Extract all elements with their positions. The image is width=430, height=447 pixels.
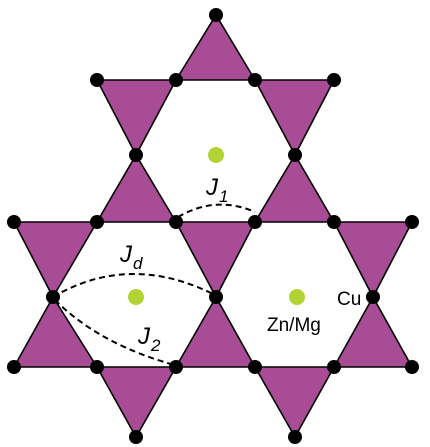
- triangle-12: [96, 366, 177, 438]
- cu-site-21: [327, 360, 341, 374]
- cu-site-1: [209, 8, 223, 22]
- cu-site-15: [209, 290, 223, 304]
- triangle-5: [254, 154, 335, 223]
- cu-site-13: [405, 215, 419, 229]
- triangle-3: [254, 79, 335, 156]
- cu-site-7: [288, 148, 302, 162]
- dopant-site-3: [289, 289, 305, 305]
- triangle-6: [13, 221, 98, 298]
- lattice-sites-layer: [7, 8, 419, 444]
- cu-site-18: [90, 360, 104, 374]
- cu-site-5: [327, 73, 341, 87]
- cu-site-8: [7, 215, 21, 229]
- labels-layer: J1 Jd J2 Cu Zn/Mg: [119, 174, 361, 355]
- triangle-10: [175, 296, 256, 368]
- cu-site-10: [169, 215, 183, 229]
- dopant-site-2: [128, 289, 144, 305]
- cu-site-24: [288, 430, 302, 444]
- label-j2: J2: [137, 323, 161, 355]
- cu-site-22: [405, 360, 419, 374]
- cu-site-16: [366, 290, 380, 304]
- cu-site-2: [90, 73, 104, 87]
- triangle-8: [333, 221, 413, 298]
- triangle-11: [333, 296, 413, 368]
- cu-site-17: [7, 360, 21, 374]
- cu-site-6: [129, 148, 143, 162]
- bond-j1: [177, 203, 256, 218]
- cu-site-3: [169, 73, 183, 87]
- label-jd: Jd: [119, 241, 143, 273]
- exchange-bonds-layer: [52, 203, 256, 367]
- label-cu: Cu: [337, 289, 361, 310]
- triangle-2: [96, 79, 177, 156]
- triangle-9: [13, 296, 98, 368]
- cu-site-19: [169, 360, 183, 374]
- triangle-4: [96, 154, 177, 223]
- cu-site-23: [129, 430, 143, 444]
- dopant-sites-layer: [128, 147, 305, 305]
- label-j1: J1: [205, 174, 228, 206]
- cu-site-20: [248, 360, 262, 374]
- triangles-layer: [13, 14, 413, 438]
- bond-j2: [54, 299, 179, 367]
- cu-site-11: [248, 215, 262, 229]
- triangle-7: [175, 221, 256, 298]
- label-zn-mg: Zn/Mg: [267, 315, 321, 336]
- triangle-13: [254, 366, 335, 438]
- cu-site-9: [90, 215, 104, 229]
- cu-site-4: [248, 73, 262, 87]
- dopant-site-1: [208, 147, 224, 163]
- bond-jd: [52, 273, 216, 298]
- cu-site-12: [327, 215, 341, 229]
- triangle-1: [175, 14, 256, 81]
- cu-site-14: [46, 290, 60, 304]
